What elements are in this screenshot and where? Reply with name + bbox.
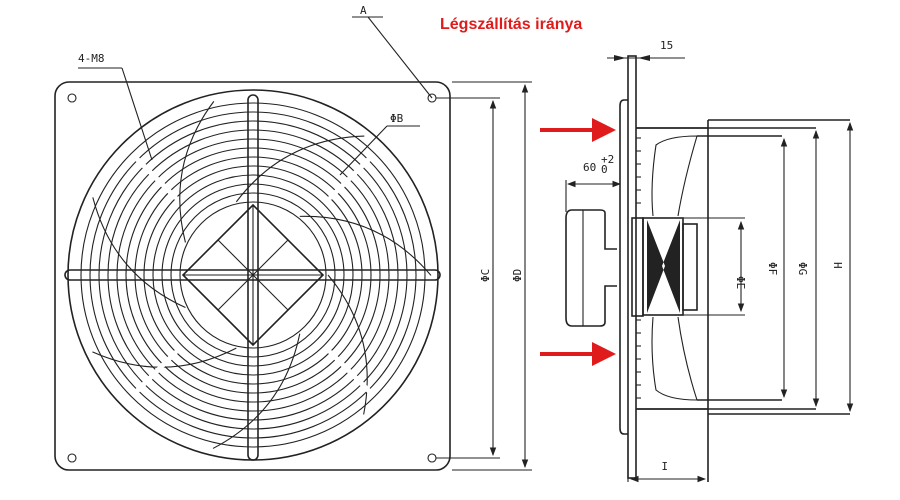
airflow-direction-title: Légszállítás iránya — [440, 16, 582, 33]
label-depth-tol-upper: +2 — [601, 153, 614, 166]
label-b: ΦB — [390, 112, 404, 125]
airflow-arrows — [540, 118, 616, 366]
inlet-ring — [619, 99, 628, 435]
motor-hub — [181, 203, 325, 347]
front-view: A 4-M8 ΦB ΦC ΦD — [54, 4, 532, 471]
label-a: A — [360, 4, 367, 17]
label-depth: 60 — [583, 161, 596, 174]
mounting-plate — [54, 81, 451, 471]
guard-rings — [67, 89, 439, 461]
label-depth-tol-lower: 0 — [601, 163, 608, 176]
label-f: ΦF — [766, 262, 779, 275]
label-e: ΦE — [734, 276, 747, 289]
label-h: H — [831, 262, 844, 269]
label-d: ΦD — [511, 269, 524, 282]
motor-rotor — [647, 220, 680, 313]
label-i: I — [661, 459, 668, 472]
label-flange: 15 — [660, 39, 673, 52]
label-g: ΦG — [796, 262, 809, 275]
fan-blades — [92, 101, 432, 449]
label-c: ΦC — [479, 269, 492, 282]
side-view: ΦE ΦF ΦG H I 60 +2 0 15 — [565, 39, 854, 483]
label-bolts: 4-M8 — [78, 52, 105, 65]
terminal-box — [565, 209, 617, 327]
